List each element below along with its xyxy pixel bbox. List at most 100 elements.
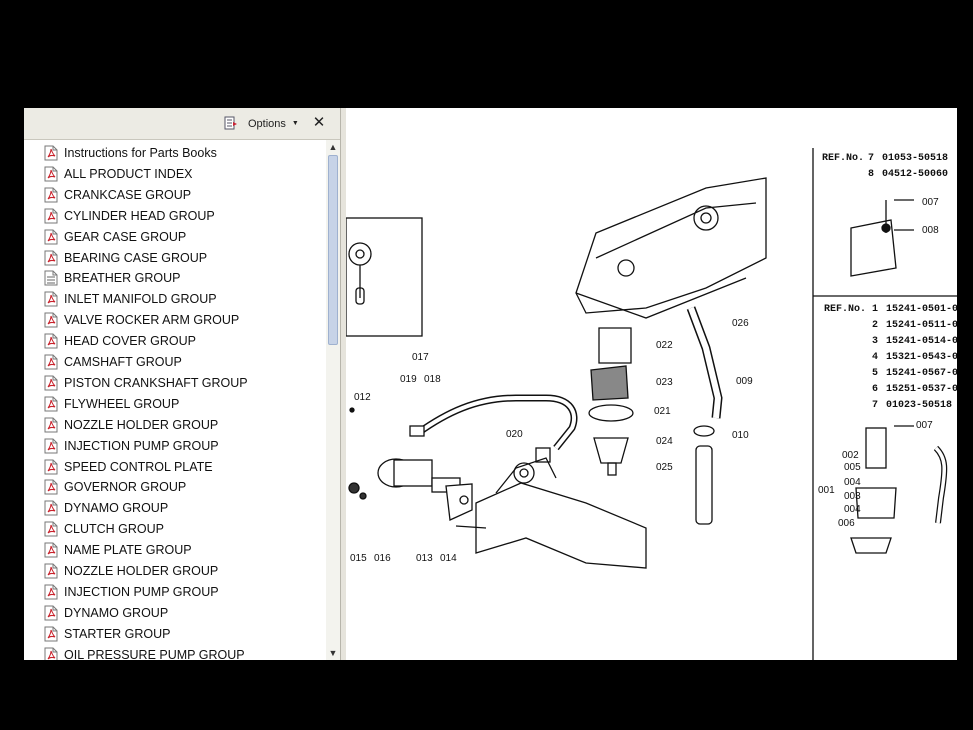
pdf-bookmark-icon [44,375,58,391]
bookmark-item[interactable]: BREATHER GROUP [44,268,180,288]
callout-label: 012 [354,392,371,403]
bookmark-item[interactable]: SPEED CONTROL PLATE [44,457,213,477]
callout-label: 016 [374,553,391,564]
bookmark-item[interactable]: GEAR CASE GROUP [44,227,186,247]
ref-part-bottom: 15241-0501-0 [886,304,957,315]
callout-label: 002 [842,450,859,461]
callout-label: 025 [656,462,673,473]
bookmark-item[interactable]: CYLINDER HEAD GROUP [44,206,215,226]
chevron-down-icon: ▼ [291,120,299,127]
bookmark-label: BEARING CASE GROUP [64,250,208,265]
bookmark-item[interactable]: CAMSHAFT GROUP [44,352,182,372]
bookmark-item[interactable]: NAME PLATE GROUP [44,540,192,560]
bookmark-item[interactable]: Instructions for Parts Books [44,143,217,163]
bookmark-item[interactable]: FLYWHEEL GROUP [44,394,179,414]
bookmark-item[interactable]: ALL PRODUCT INDEX [44,164,193,184]
ref-row-bottom: 1 [872,304,878,315]
pdf-bookmark-icon [44,584,58,600]
bookmark-item[interactable]: VALVE ROCKER ARM GROUP [44,310,239,330]
callout-label: 022 [656,340,673,351]
bookmark-label: DYNAMO GROUP [64,501,169,516]
bookmark-item[interactable]: INJECTION PUMP GROUP [44,582,219,602]
pdf-bookmark-icon [44,500,58,516]
callout-label: 021 [654,406,671,417]
bookmark-scrollbar[interactable]: ▲ ▼ [326,140,340,660]
pdf-bookmark-icon [44,333,58,349]
pdf-bookmark-icon [44,417,58,433]
ref-row-bottom: 4 [872,352,878,363]
bookmark-item[interactable]: NOZZLE HOLDER GROUP [44,415,218,435]
pdf-bookmark-icon [44,542,58,558]
callout-label: 004 [844,504,861,515]
bookmark-label: PISTON CRANKSHAFT GROUP [64,375,248,390]
ref-part-bottom: 01023-50518 [886,400,952,411]
ref-row-bottom: 6 [872,384,878,395]
bookmark-label: Instructions for Parts Books [64,146,217,160]
bookmark-label: INLET MANIFOLD GROUP [64,292,217,307]
bookmark-label: NAME PLATE GROUP [64,543,192,558]
callout-label: 020 [506,429,523,440]
bookmark-label: NOZZLE HOLDER GROUP [64,417,219,432]
bookmark-item[interactable]: DYNAMO GROUP [44,498,168,518]
ref-title-bottom: REF.No. [824,304,866,315]
diagram-labels: REF.No. 7 01053-50518 8 04512-50060 REF.… [350,153,957,564]
callout-label: 009 [736,376,753,387]
bookmark-item[interactable]: INLET MANIFOLD GROUP [44,289,217,309]
bookmark-item[interactable]: CLUTCH GROUP [44,519,164,539]
scroll-down-arrow-icon[interactable]: ▼ [328,648,338,658]
pdf-bookmark-icon [44,312,58,328]
bookmark-item[interactable]: STARTER GROUP [44,624,171,644]
options-menu-button[interactable]: Options ▼ [224,114,299,133]
bookmark-item[interactable]: DYNAMO GROUP [44,603,168,623]
bookmark-label: BREATHER GROUP [64,271,181,286]
callout-label: 004 [844,477,861,488]
pdf-bookmark-icon [44,563,58,579]
pdf-bookmark-icon [44,250,58,265]
ref-part-bottom: 15251-0537-0 [886,384,957,395]
callout-label: 024 [656,436,673,447]
bookmark-item[interactable]: PISTON CRANKSHAFT GROUP [44,373,248,393]
pdf-bookmark-icon [44,208,58,224]
bookmark-label: OIL PRESSURE PUMP GROUP [64,647,245,660]
callout-label: 015 [350,553,367,564]
bookmark-label: STARTER GROUP [64,626,171,641]
bookmark-label: GOVERNOR GROUP [64,480,187,495]
close-panel-button[interactable]: ✕ [312,114,326,131]
pdf-bookmark-icon [44,521,58,537]
scrollbar-thumb[interactable] [328,155,338,345]
callout-label: 018 [424,374,441,385]
bookmark-item[interactable]: GOVERNOR GROUP [44,477,186,497]
ref-part-top: 01053-50518 [882,153,948,164]
bookmarks-panel: Options ▼ ✕ Instructions for Parts Books… [24,108,342,660]
bookmarks-toolbar: Options ▼ ✕ [24,108,342,140]
bookmark-item[interactable]: OIL PRESSURE PUMP GROUP [44,645,245,660]
bookmark-label: ALL PRODUCT INDEX [64,166,193,181]
bookmark-item[interactable]: NOZZLE HOLDER GROUP [44,561,218,581]
callout-label: 017 [412,352,429,363]
pdf-bookmark-icon [44,354,58,370]
bookmark-label: NOZZLE HOLDER GROUP [64,564,219,578]
bookmark-label: CAMSHAFT GROUP [64,355,182,369]
callout-label: 005 [844,462,861,473]
bookmark-item[interactable]: CRANKCASE GROUP [44,185,191,205]
bookmark-item[interactable]: BEARING CASE GROUP [44,248,207,268]
callout-label: 023 [656,377,673,388]
scroll-up-arrow-icon[interactable]: ▲ [328,142,338,152]
bookmark-label: GEAR CASE GROUP [64,229,187,244]
pdf-bookmark-icon [44,396,58,412]
parts-diagram [346,148,957,660]
pdf-bookmark-icon [44,166,58,182]
bookmark-item[interactable]: INJECTION PUMP GROUP [44,436,219,456]
callout-label: 026 [732,318,749,329]
pdf-bookmark-icon [44,479,58,495]
bookmark-item[interactable]: HEAD COVER GROUP [44,331,196,351]
callout-label: 014 [440,553,457,564]
page-bookmark-icon [44,270,58,286]
ref-part-bottom: 15321-0543-0 [886,352,957,363]
bookmark-label: CYLINDER HEAD GROUP [64,208,215,223]
ref-row-top: 7 [868,153,874,164]
bookmark-options-icon [224,116,237,130]
pdf-bookmark-icon [44,647,58,660]
bookmark-label: HEAD COVER GROUP [64,334,196,349]
